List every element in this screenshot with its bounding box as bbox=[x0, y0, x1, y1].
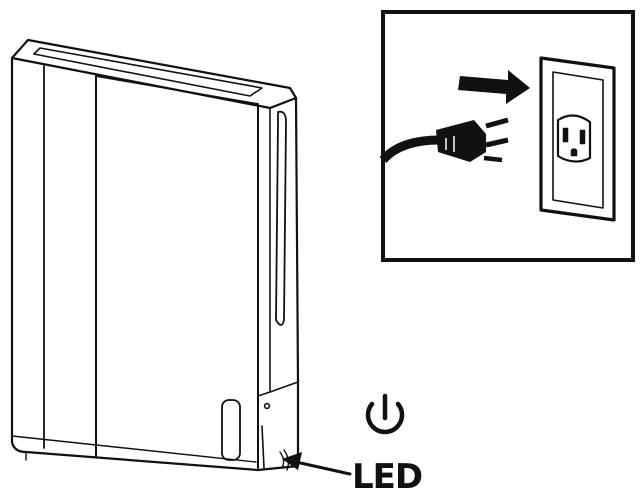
arrow-icon bbox=[458, 70, 530, 104]
plug-icon bbox=[379, 117, 509, 164]
wall-outlet-icon bbox=[539, 56, 616, 222]
led-pointer-arrow bbox=[282, 452, 352, 476]
led-label: LED bbox=[352, 457, 422, 497]
device-unit bbox=[10, 38, 300, 472]
power-icon bbox=[365, 393, 405, 435]
plug-inset-box bbox=[379, 10, 635, 262]
